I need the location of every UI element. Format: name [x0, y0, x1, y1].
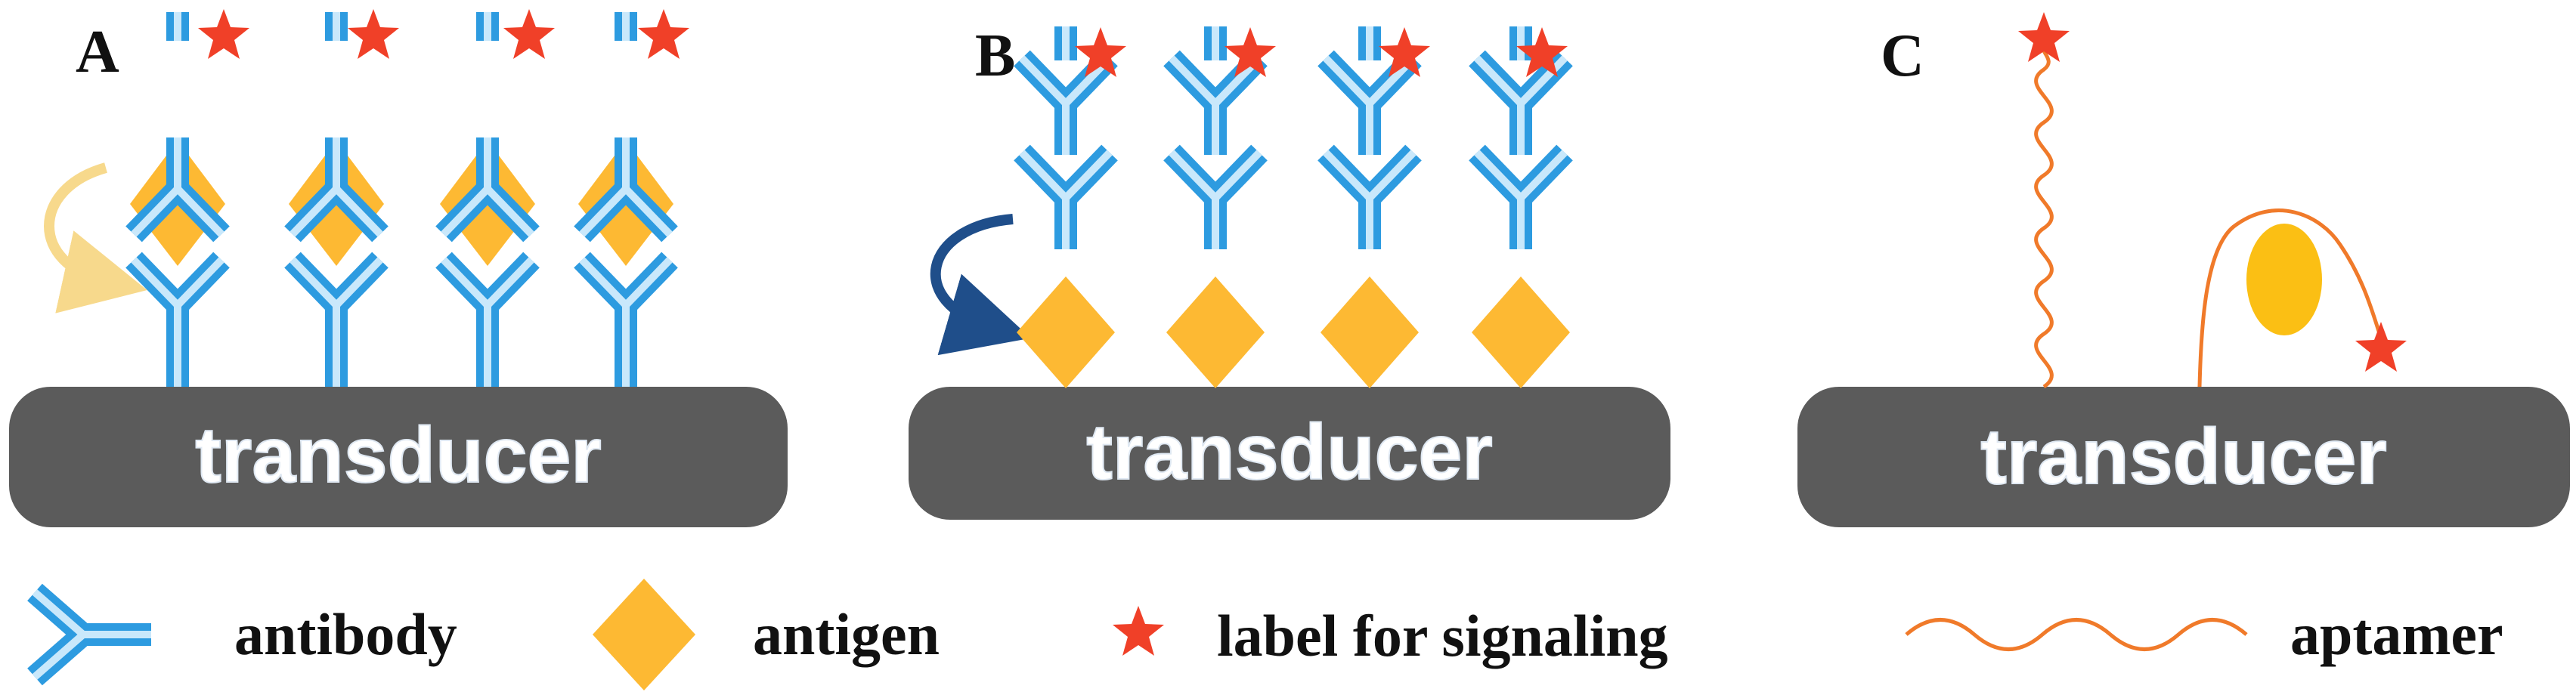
star-icon	[2355, 322, 2407, 372]
panel-b-unit-3	[1321, 26, 1430, 388]
star-icon	[503, 9, 555, 59]
panel-a-transducer	[9, 387, 788, 527]
panel-b-transducer-label: transducer	[1086, 409, 1493, 496]
star-icon	[638, 9, 689, 59]
panel-c-transducer-label: transducer	[1980, 413, 2387, 501]
panel-b-unit-1	[1017, 26, 1126, 388]
panel-a-unit-1	[130, 9, 249, 387]
antigen	[1472, 276, 1570, 388]
panel-b-unit-4	[1472, 26, 1570, 388]
panel-c-aptamer-folded	[2197, 208, 2383, 388]
panel-a-unit-3	[440, 9, 555, 387]
legend-label: label for signaling	[1217, 603, 1668, 669]
antigen-icon	[593, 579, 695, 690]
panel-b: B transducer	[909, 23, 1670, 520]
panel-c-target	[2246, 224, 2322, 335]
panel-b-unit-2	[1166, 26, 1276, 388]
legend-aptamer: aptamer	[2290, 601, 2503, 667]
aptamer-icon	[1905, 618, 2248, 651]
panel-b-arrow	[930, 214, 1031, 356]
panel-c-aptamer-free	[2034, 45, 2054, 389]
star-icon	[1113, 606, 1164, 656]
star-icon	[198, 9, 249, 59]
panel-b-letter: B	[975, 23, 1015, 89]
panel-c-transducer	[1797, 387, 2570, 527]
panel-a-letter: A	[76, 19, 119, 85]
legend: antibody antigen label for signaling apt…	[27, 579, 2503, 690]
panel-a-unit-4	[578, 9, 689, 387]
panel-a-arrow	[44, 162, 147, 313]
panel-a: A transducer	[9, 9, 788, 527]
panel-b-transducer	[909, 387, 1670, 520]
panel-a-unit-2	[289, 9, 399, 387]
antigen	[1166, 276, 1265, 388]
star-icon	[348, 9, 399, 59]
legend-antigen: antigen	[753, 601, 940, 667]
legend-antibody: antibody	[234, 601, 457, 667]
panel-a-transducer-label: transducer	[195, 412, 602, 499]
antigen	[1321, 276, 1419, 388]
antigen	[1017, 276, 1115, 388]
panel-c-letter: C	[1881, 23, 1924, 89]
antibody-icon	[27, 583, 151, 686]
panel-c: C transducer	[1797, 12, 2570, 527]
